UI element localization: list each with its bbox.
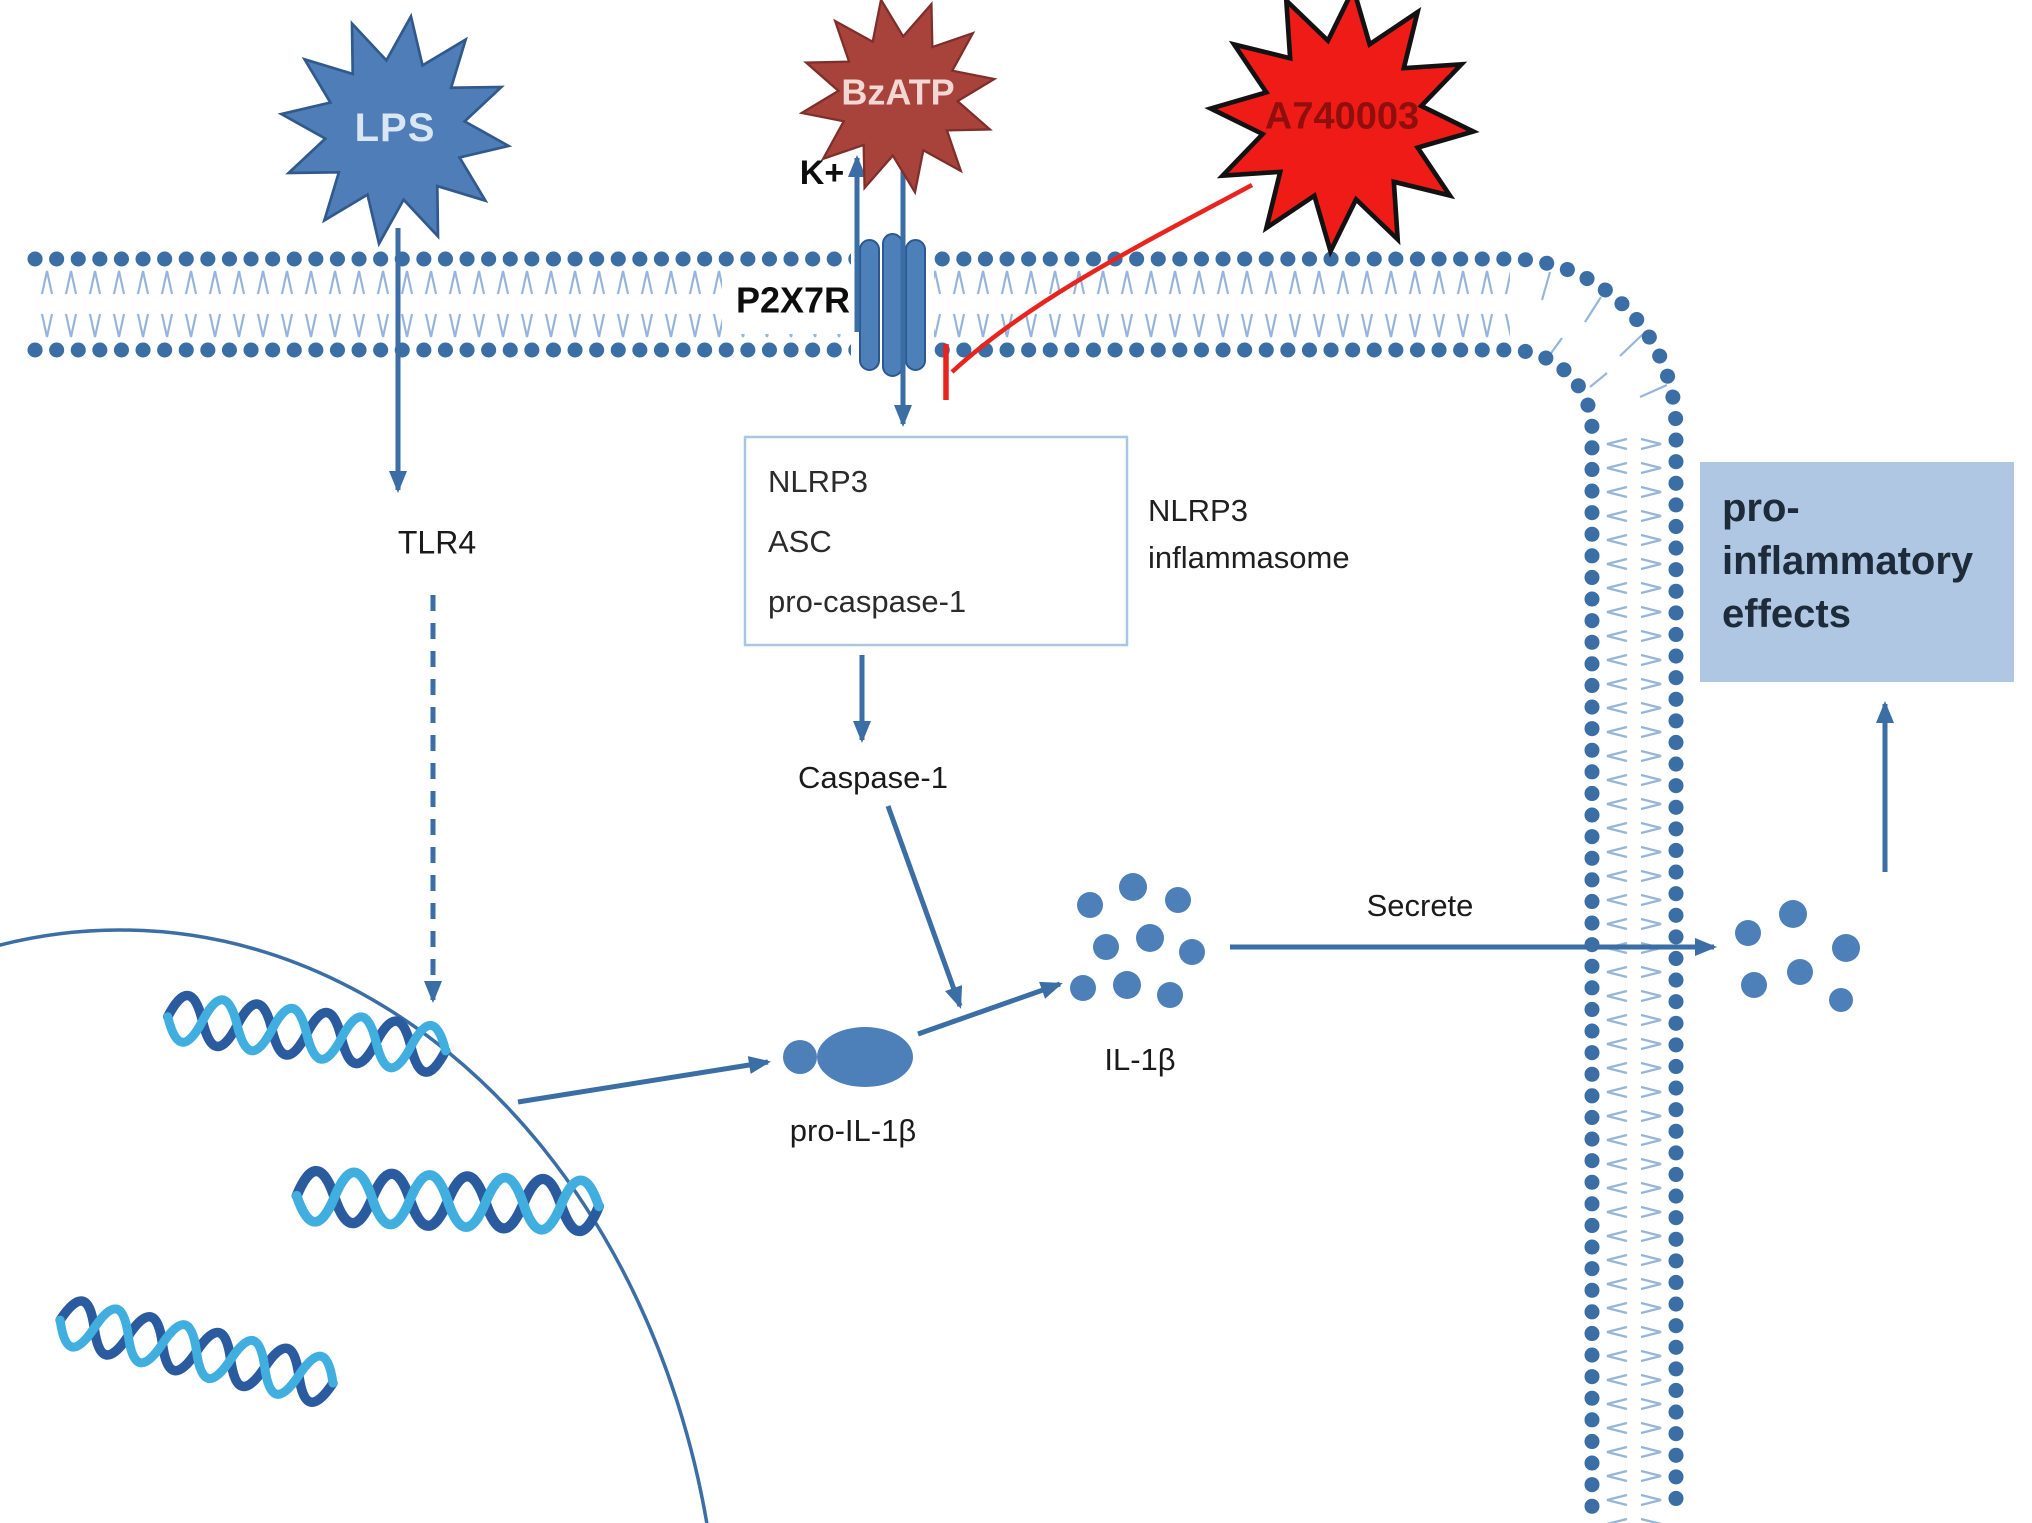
arrow-nucleus-to-proil1b [517,1056,771,1105]
membrane-outer-heads [27,251,1684,1523]
dna-helix-icon [55,1297,338,1406]
secreted-il1b-cluster [1735,900,1860,1012]
pro-inflammatory-effects-box: pro- inflammatory effects [1700,462,2014,682]
component-nlrp3: NLRP3 [768,464,868,499]
il1b-cluster [1070,873,1205,1008]
pro-il1b-label: pro-IL-1β [789,1113,917,1149]
pathway-arrows [389,155,1894,1105]
a740003-label: A740003 [1264,95,1420,138]
inflammasome-box [743,435,1129,647]
membrane-inner-heads [27,342,1600,1523]
k-plus-label: K+ [799,154,845,193]
dna-helix-icon [296,1170,600,1231]
arrow-caspase1-to-il1b [885,805,963,1009]
inflammasome-side-label: NLRP3 inflammasome [1148,493,1350,575]
inflammasome-components: NLRP3 ASC pro-caspase-1 [768,452,966,632]
tlr4-label: TLR4 [397,524,477,561]
pro-il1b-protein [783,1027,913,1087]
component-procaspase1: pro-caspase-1 [768,584,967,619]
nucleus-outline [0,928,709,1523]
component-asc: ASC [768,524,832,559]
p2x7r-label: P2X7R [735,279,851,321]
il1b-label: IL-1β [1104,1042,1176,1078]
dna-helix-group [55,993,600,1406]
pro-inflammatory-effects-text: pro- inflammatory effects [1722,486,1974,636]
bzatp-label: BzATP [841,71,955,113]
arrow-proil1b-to-il1b [917,981,1063,1037]
caspase1-label: Caspase-1 [798,760,948,796]
inhibition-line [943,183,1254,400]
lps-label: LPS [354,106,436,150]
p2x7r-channel [859,233,926,377]
dna-helix-icon [165,993,449,1074]
membrane-gap [722,268,864,334]
secrete-label: Secrete [1366,888,1474,924]
